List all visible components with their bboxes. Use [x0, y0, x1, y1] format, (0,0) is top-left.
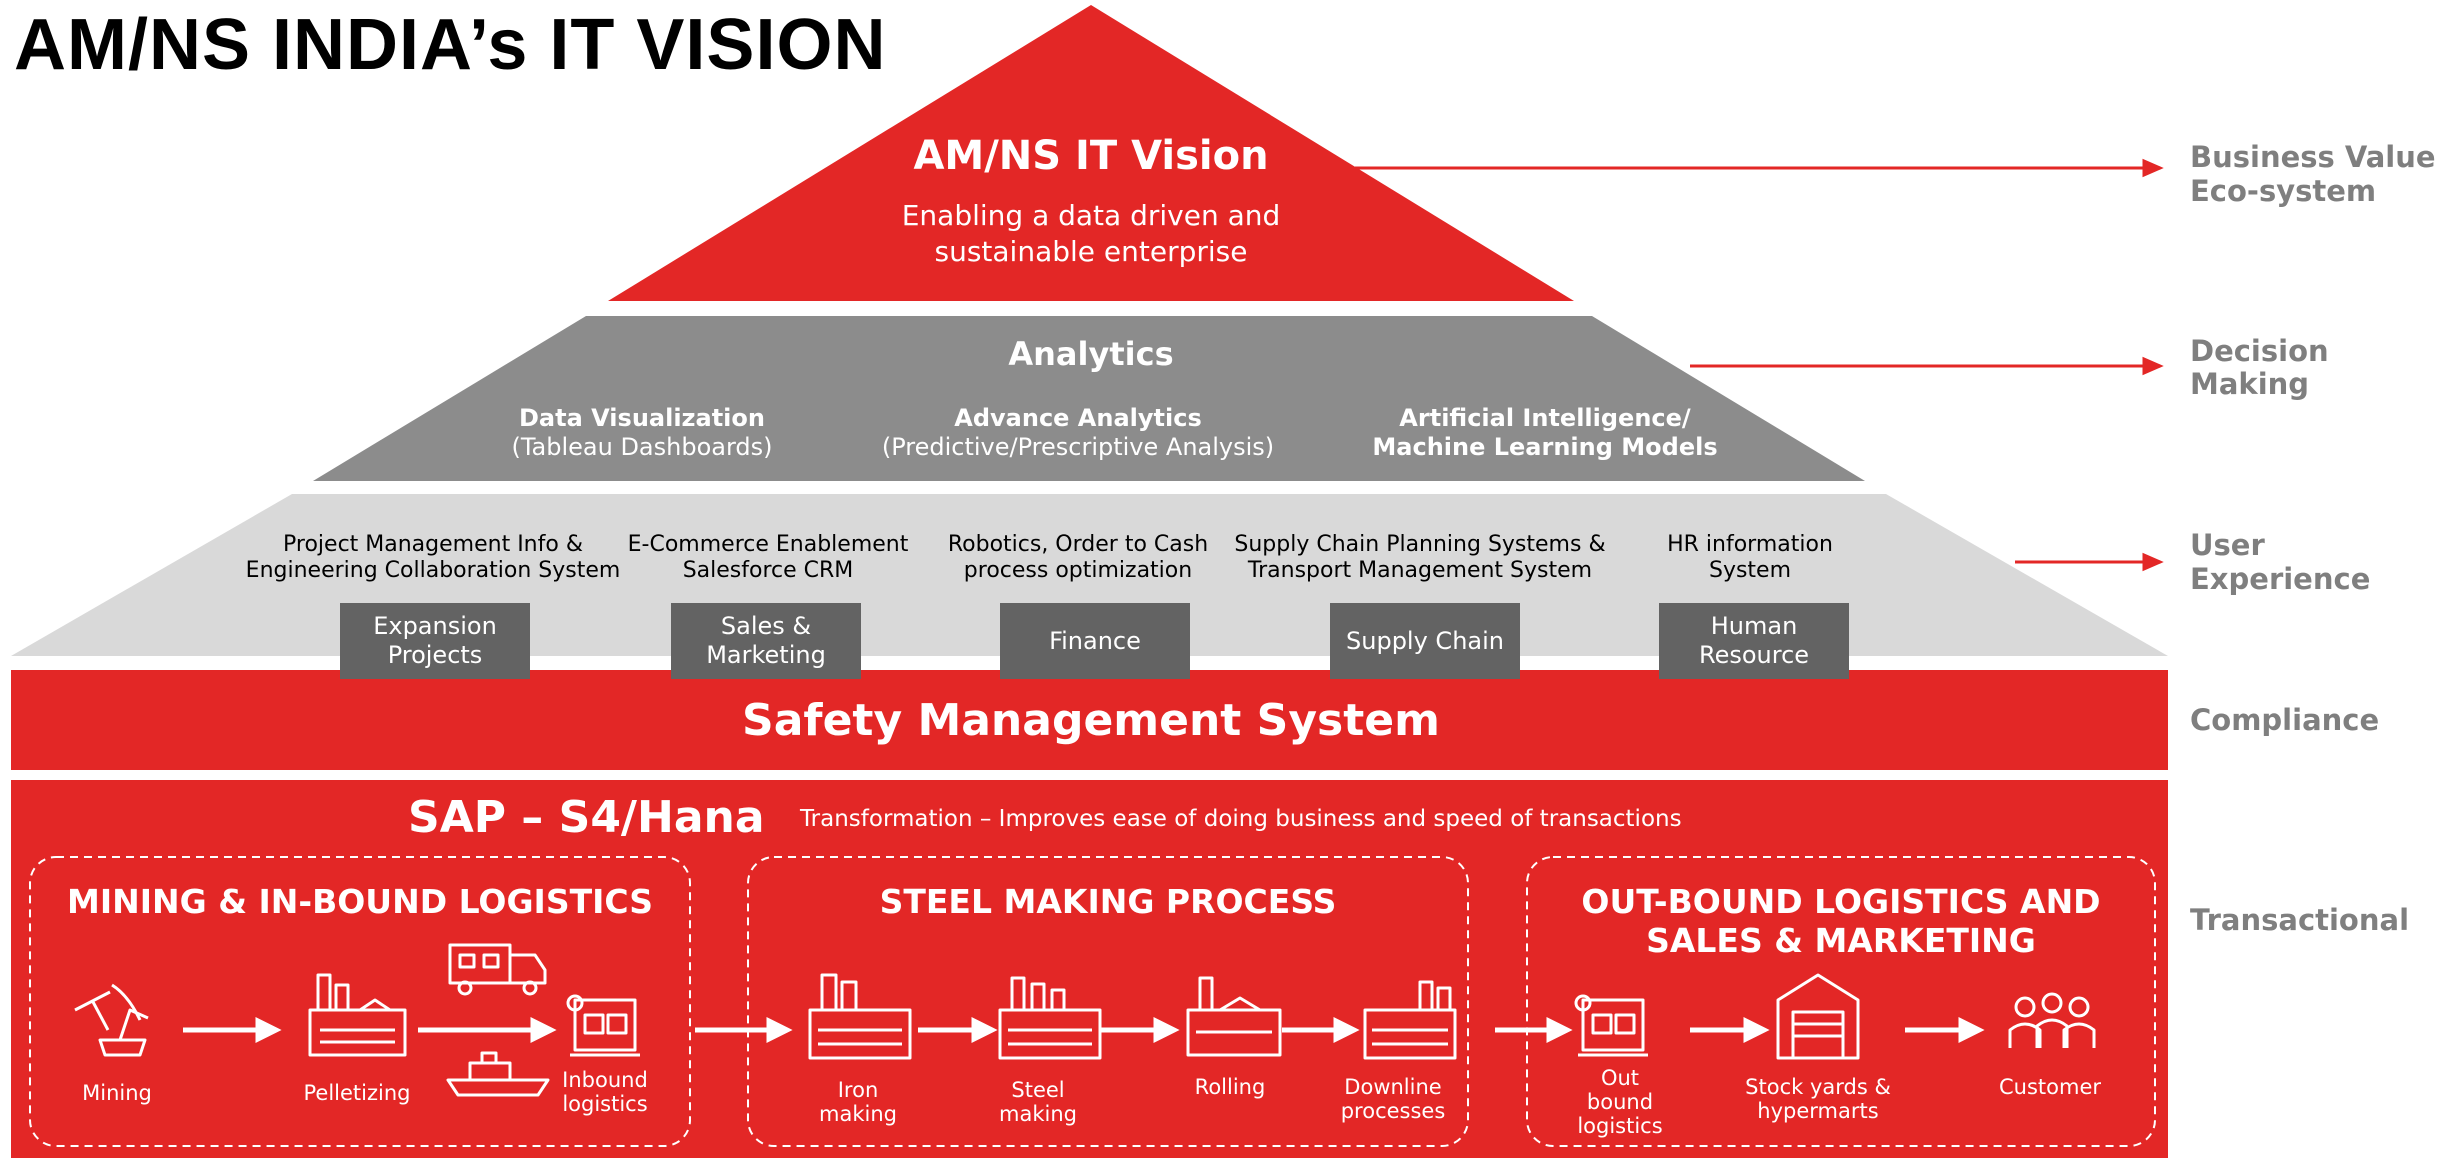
- step-pelletizing: Pelletizing: [303, 1081, 411, 1105]
- system-line1: Supply Chain Planning Systems &: [1234, 532, 1606, 557]
- group-box-steel: [747, 856, 1469, 1147]
- safety-title: Safety Management System: [742, 695, 1440, 746]
- system-line1: E-Commerce Enablement: [627, 532, 909, 557]
- step-inbound-logistics: Inbound logistics: [562, 1068, 648, 1116]
- vision-title: AM/NS IT Vision: [913, 133, 1269, 179]
- vision-subtitle-line2: sustainable enterprise: [934, 235, 1248, 268]
- label-compliance: Compliance: [2190, 703, 2380, 737]
- label-decision-line1: Decision: [2190, 334, 2329, 368]
- analytics-item-bold: Data Visualization: [519, 404, 765, 432]
- analytics-title: Analytics: [1008, 335, 1174, 373]
- expansion-projects-button[interactable]: Expansion Projects: [340, 603, 530, 679]
- outbound-logistics-icon: [1574, 994, 1648, 1057]
- system-line1: Project Management Info &: [283, 532, 583, 557]
- label-user-line1: User: [2190, 528, 2265, 562]
- vision-triangle: [608, 5, 1574, 301]
- analytics-item-bold: Artificial Intelligence/: [1399, 404, 1691, 432]
- vision-subtitle-line1: Enabling a data driven and: [901, 199, 1281, 232]
- step-mining: Mining: [82, 1081, 152, 1105]
- rolling-icon: [1186, 976, 1282, 1057]
- analytics-item-bold: Advance Analytics: [954, 404, 1202, 432]
- system-line2: Transport Management System: [1247, 558, 1593, 583]
- sap-title: SAP – S4/Hana: [408, 792, 765, 843]
- ship-icon: [446, 1051, 550, 1097]
- system-line2: Salesforce CRM: [682, 558, 854, 583]
- step-outbound-logistics: Out bound logistics: [1577, 1066, 1663, 1138]
- system-line2: System: [1708, 558, 1792, 583]
- group-title-mining: MINING & IN-BOUND LOGISTICS: [67, 882, 653, 921]
- analytics-item-sub: (Predictive/Prescriptive Analysis): [881, 433, 1275, 461]
- truck-icon: [448, 943, 547, 996]
- sap-description: Transformation – Improves ease of doing …: [800, 806, 1682, 832]
- analytics-tier: [313, 316, 1865, 481]
- group-title-outbound-line2: SALES & MARKETING: [1646, 921, 2036, 960]
- group-box-outbound: [1526, 856, 2156, 1147]
- customer-icon: [2008, 992, 2096, 1048]
- supply-chain-button[interactable]: Supply Chain: [1330, 603, 1520, 679]
- pelletizing-icon: [308, 973, 407, 1057]
- steel-making-icon: [998, 976, 1102, 1060]
- group-title-steel: STEEL MAKING PROCESS: [879, 882, 1337, 921]
- warehouse-icon: [1776, 973, 1860, 1060]
- label-business-value-line2: Eco-system: [2190, 174, 2377, 208]
- system-line2: process optimization: [963, 558, 1193, 583]
- step-customer: Customer: [1998, 1075, 2102, 1099]
- iron-making-icon: [808, 973, 912, 1060]
- sales-marketing-button[interactable]: Sales & Marketing: [671, 603, 861, 679]
- group-title-outbound-line1: OUT-BOUND LOGISTICS AND: [1581, 882, 2101, 921]
- step-downline-processes: Downline processes: [1340, 1075, 1446, 1123]
- user-experience-tier: [11, 494, 2168, 656]
- label-transactional: Transactional: [2190, 903, 2410, 937]
- system-line1: HR information: [1667, 532, 1833, 557]
- label-user-line2: Experience: [2190, 562, 2371, 596]
- step-rolling: Rolling: [1194, 1075, 1266, 1099]
- sap-band: [11, 780, 2168, 1158]
- finance-button[interactable]: Finance: [1000, 603, 1190, 679]
- analytics-item-sub: (Tableau Dashboards): [511, 433, 773, 461]
- human-resource-button[interactable]: Human Resource: [1659, 603, 1849, 679]
- system-line2: Engineering Collaboration System: [245, 558, 621, 583]
- mining-icon: [74, 983, 149, 1057]
- arrow-head: [2142, 158, 2164, 178]
- page-title: AM/NS INDIA’s IT VISION: [14, 5, 887, 85]
- step-stock-yards: Stock yards & hypermarts: [1745, 1075, 1891, 1123]
- analytics-item-sub: Machine Learning Models: [1372, 433, 1718, 461]
- label-business-value-line1: Business Value: [2190, 140, 2436, 174]
- downline-processes-icon: [1363, 980, 1457, 1060]
- label-decision-line2: Making: [2190, 367, 2310, 401]
- step-steel-making: Steel making: [999, 1078, 1077, 1126]
- step-iron-making: Iron making: [819, 1078, 897, 1126]
- system-line1: Robotics, Order to Cash: [947, 532, 1209, 557]
- safety-band: [11, 670, 2168, 770]
- inbound-logistics-icon: [566, 994, 640, 1057]
